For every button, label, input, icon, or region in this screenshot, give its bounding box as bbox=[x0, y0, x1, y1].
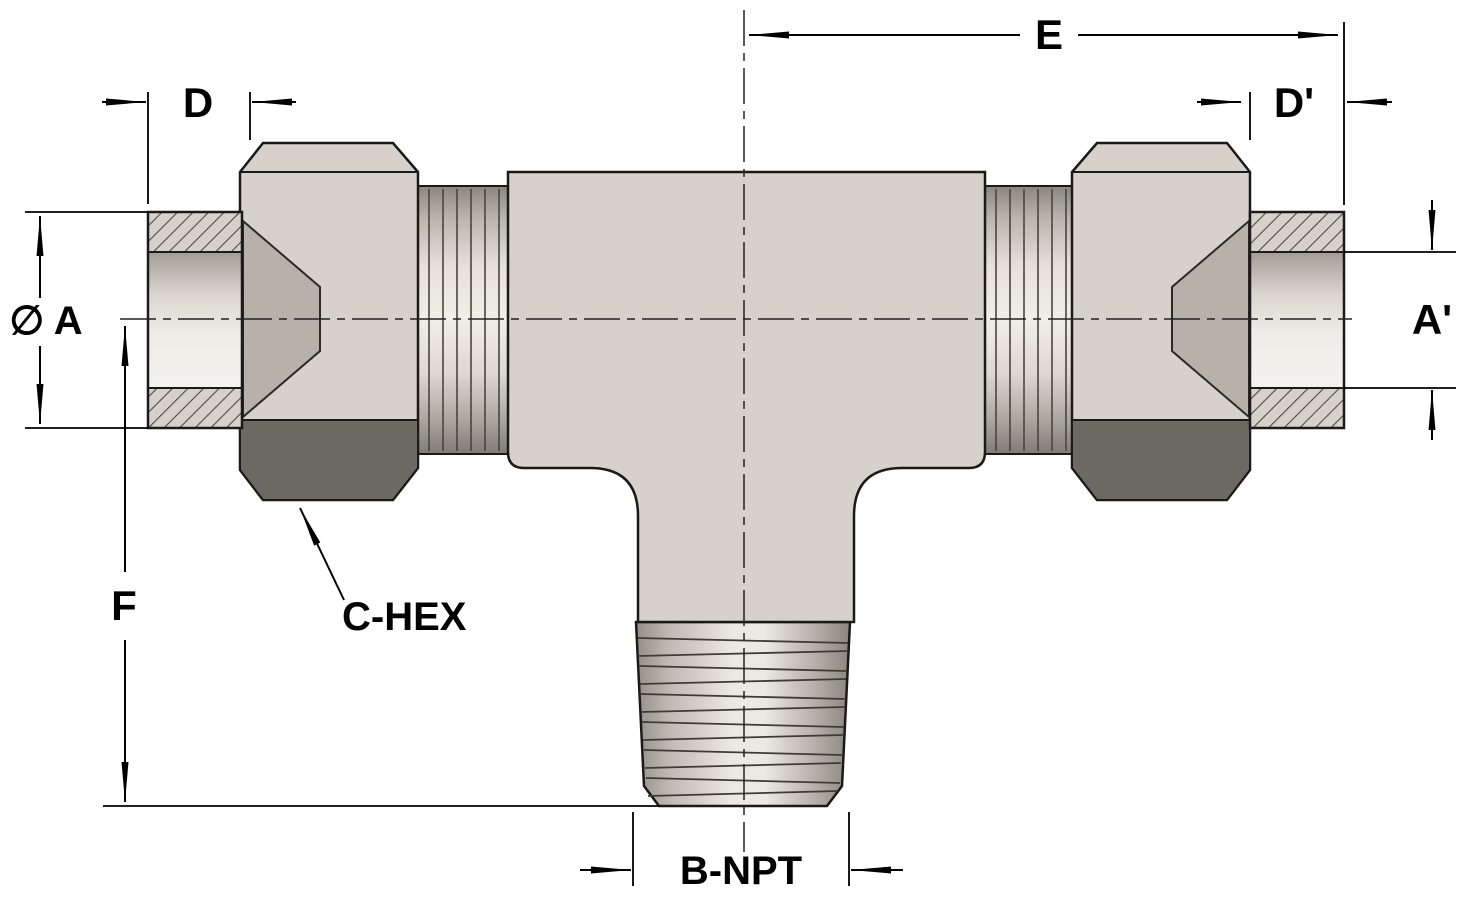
left-tube-section bbox=[146, 210, 244, 430]
right-tube-section bbox=[1248, 210, 1346, 430]
dimension-dia-a: ∅ A bbox=[9, 211, 148, 429]
left-tube-bore bbox=[148, 252, 242, 388]
centerlines bbox=[120, 10, 1352, 852]
right-hex-nut bbox=[1070, 141, 1252, 502]
left-thread-section bbox=[417, 185, 509, 455]
left-nut-dark-facet bbox=[239, 419, 419, 501]
right-tube-bore bbox=[1250, 252, 1344, 388]
dimension-label-d: D bbox=[183, 79, 213, 126]
right-nut-dark-facet bbox=[1071, 419, 1251, 501]
dimension-label-e: E bbox=[1035, 11, 1063, 58]
dimension-label-f: F bbox=[111, 582, 137, 629]
dimension-a-prime: A' bbox=[1344, 200, 1456, 440]
callout-c-hex: C-HEX bbox=[299, 507, 467, 639]
label-mask bbox=[1020, 12, 1078, 56]
dimension-d-prime: D' bbox=[1197, 79, 1392, 140]
right-thread-section bbox=[984, 185, 1073, 455]
dimension-label-d-prime: D' bbox=[1274, 79, 1314, 126]
npt-thread-crests bbox=[637, 637, 849, 797]
dimension-f: F bbox=[103, 326, 659, 807]
npt-male-thread bbox=[634, 620, 852, 808]
dimension-label-b-npt: B-NPT bbox=[680, 849, 802, 893]
dimension-label-dia-a: ∅ A bbox=[9, 299, 82, 343]
dimension-e: E bbox=[749, 11, 1345, 205]
callout-label-c-hex: C-HEX bbox=[342, 595, 467, 639]
dimension-d: D bbox=[102, 79, 296, 204]
left-hex-nut bbox=[238, 141, 420, 502]
tee-body bbox=[506, 170, 987, 624]
dimension-label-a-prime: A' bbox=[1412, 296, 1452, 343]
dimension-b-npt: B-NPT bbox=[580, 812, 903, 893]
